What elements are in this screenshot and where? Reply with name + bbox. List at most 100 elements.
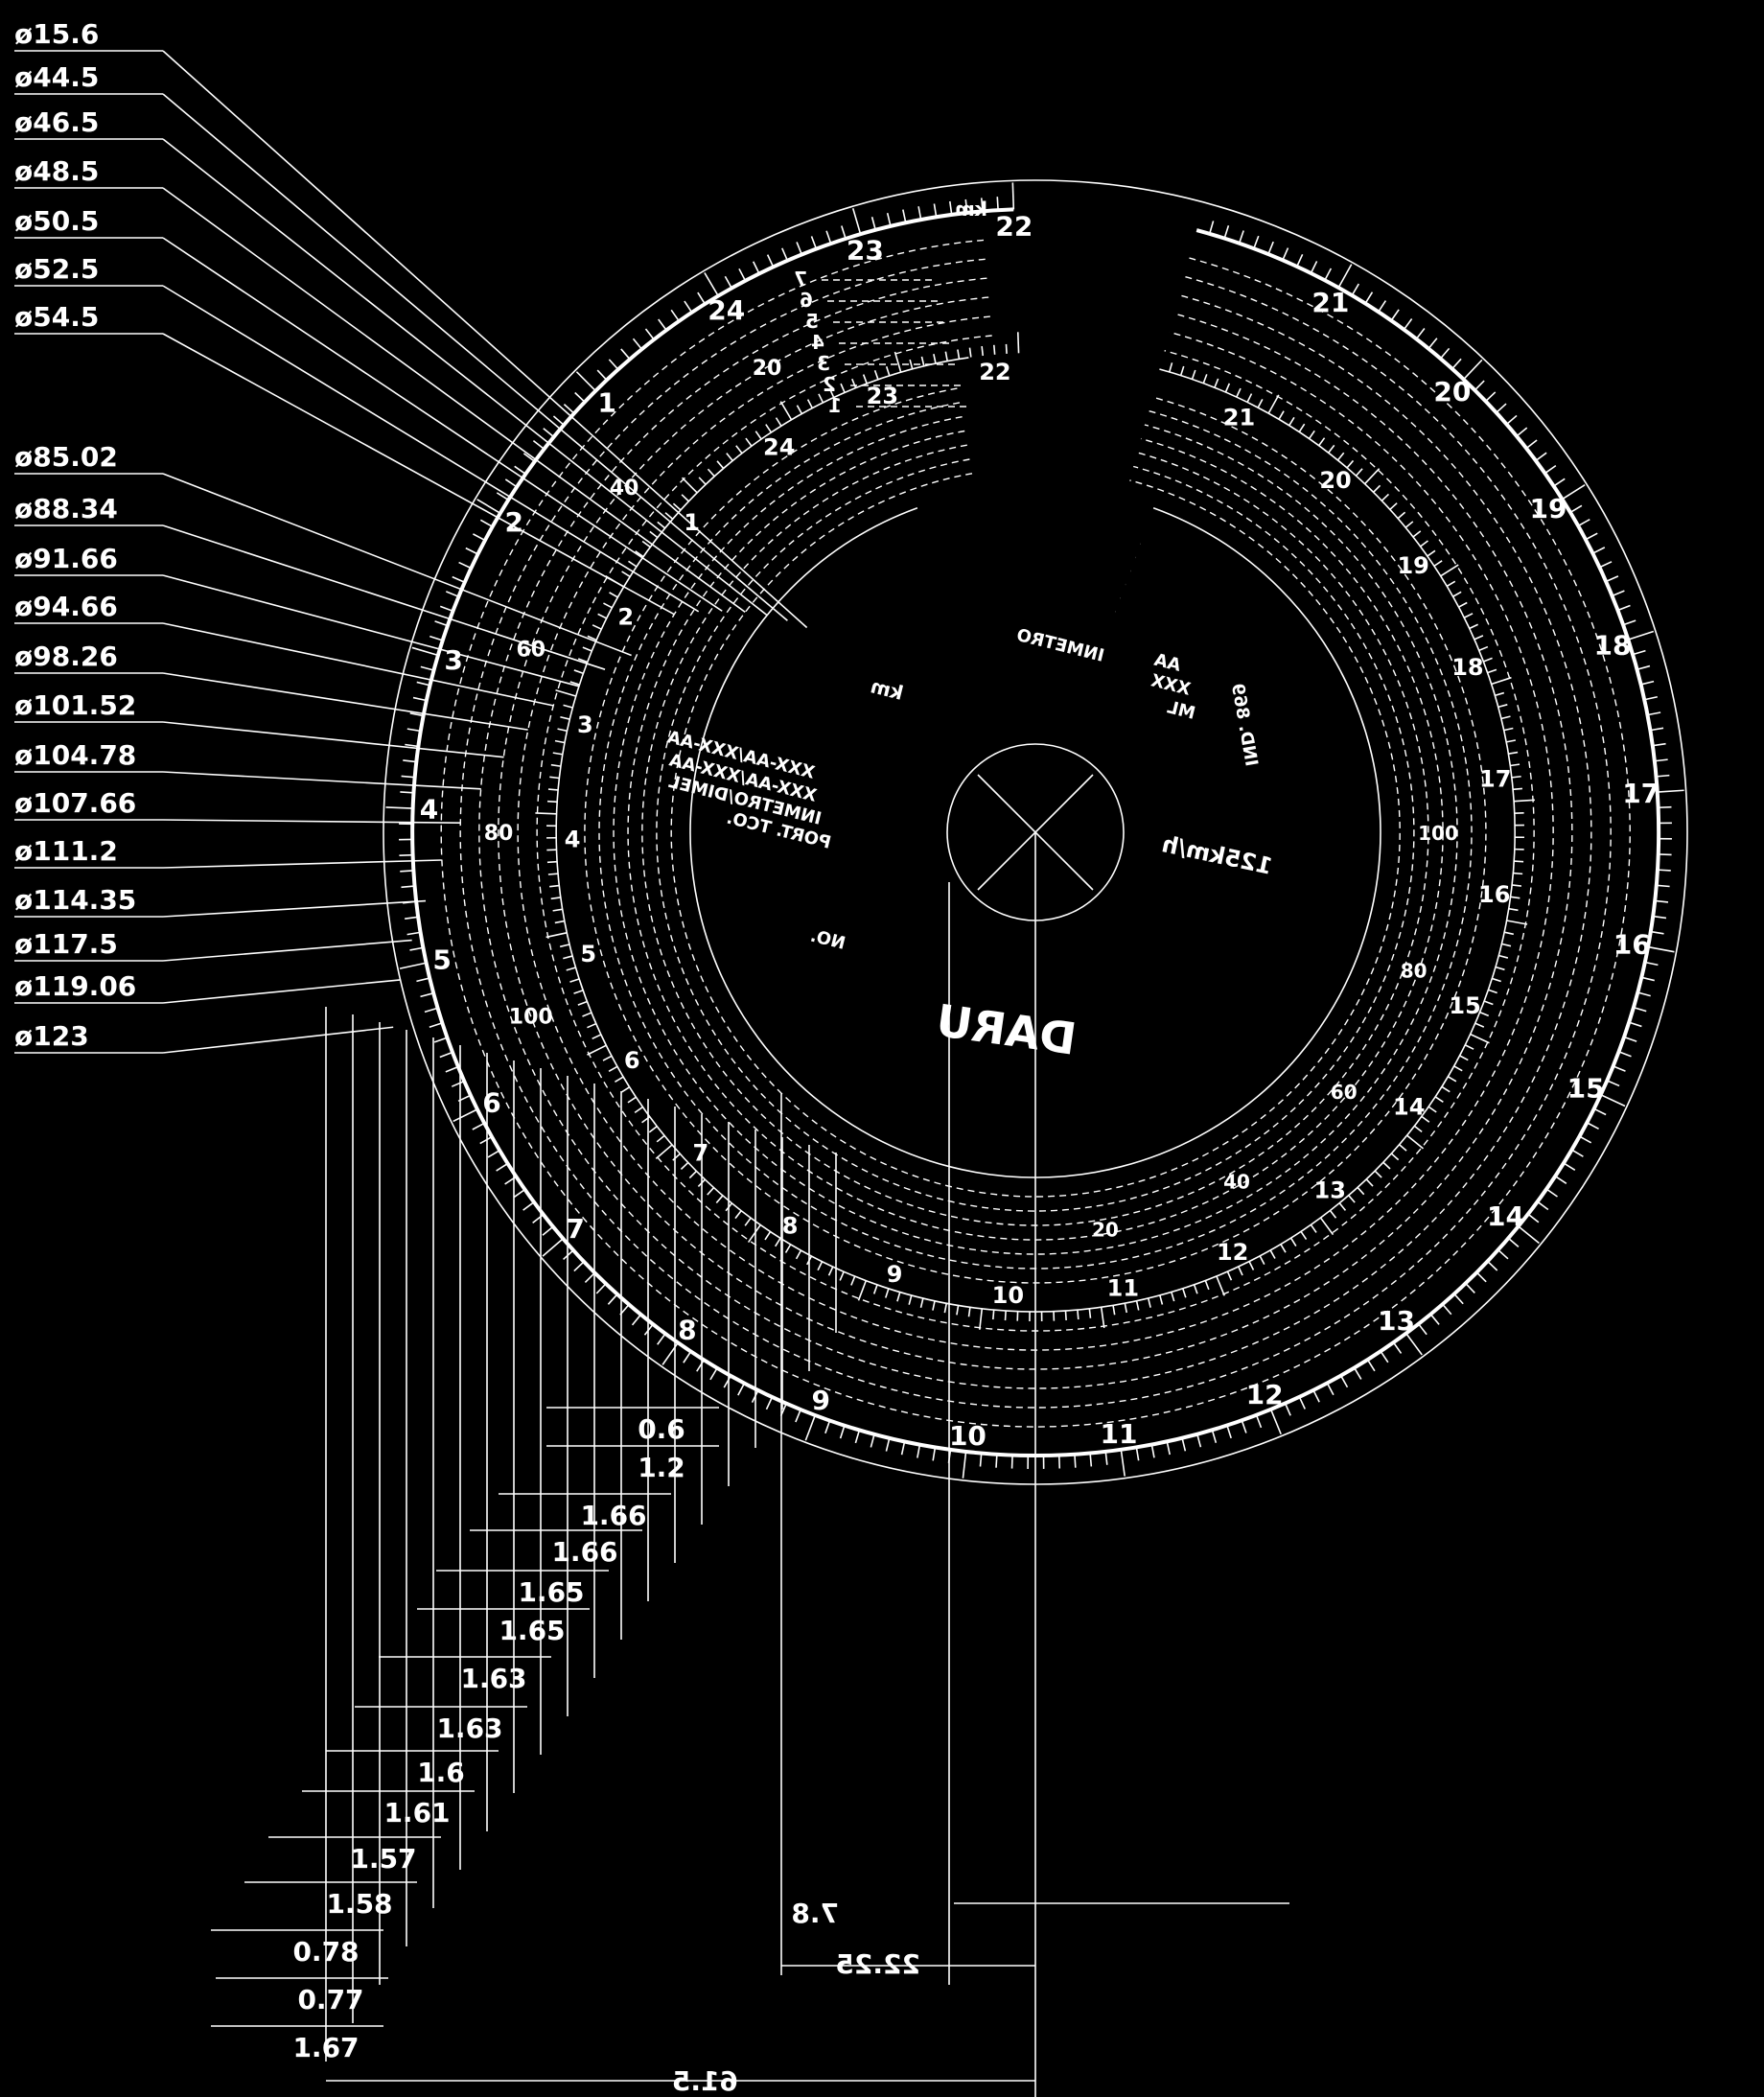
inner-tick <box>1508 751 1519 755</box>
inner-hour-label: 6 <box>624 1047 640 1074</box>
inner-tick <box>1077 1309 1079 1320</box>
inner-tick <box>1483 1000 1494 1006</box>
outer-tick <box>620 348 631 361</box>
inner-tick <box>827 1266 834 1276</box>
inner-tick <box>747 1224 761 1244</box>
inner-tick <box>1064 1310 1067 1321</box>
diameter-callout: ø91.66 <box>14 543 118 574</box>
outer-tick <box>1487 1260 1498 1271</box>
inner-hour-label: 16 <box>1478 881 1510 908</box>
outer-tick <box>1485 391 1497 403</box>
inner-tick <box>919 1297 924 1308</box>
speed-label-inner: 20 <box>1092 1219 1119 1242</box>
outer-tick <box>841 225 847 240</box>
inner-tick <box>716 460 725 469</box>
inner-tick <box>1171 1292 1175 1302</box>
outer-tick <box>420 992 434 998</box>
outer-tick <box>697 291 706 305</box>
inner-tick <box>1452 591 1462 597</box>
inner-tick <box>1510 763 1520 767</box>
outer-tick <box>1453 1293 1464 1305</box>
outer-tick <box>670 309 680 322</box>
inner-tick <box>641 540 651 548</box>
outer-tick <box>409 712 424 717</box>
inner-tick <box>795 1249 802 1260</box>
outer-tick <box>608 359 619 370</box>
outer-tick <box>738 268 747 282</box>
outer-tick <box>917 206 922 221</box>
inner-tick <box>1508 907 1519 912</box>
inner-tick <box>1501 943 1512 947</box>
km-digit: 3 <box>817 352 830 375</box>
inner-tick <box>707 1187 715 1196</box>
inner-tick <box>896 1292 901 1302</box>
inner-hour-label: 3 <box>577 711 593 738</box>
inner-tick <box>1259 1255 1265 1266</box>
inner-hour-label: 8 <box>782 1213 799 1240</box>
outer-tick <box>542 1225 554 1236</box>
outer-tick <box>765 1396 774 1410</box>
speed-label-inner: 80 <box>1401 960 1427 983</box>
step-dimension: 0.77 <box>297 1984 363 2015</box>
outer-tick <box>1380 1350 1389 1363</box>
inner-tick <box>1224 383 1231 393</box>
outer-tick <box>1628 1021 1642 1028</box>
inner-hour-label: 10 <box>992 1282 1024 1309</box>
inner-tick <box>1427 1106 1437 1113</box>
step-dimension: 0.6 <box>638 1413 685 1445</box>
outer-tick <box>453 1108 478 1123</box>
callout-leader <box>162 138 768 617</box>
inner-tick <box>1434 1096 1444 1104</box>
speed-label: 40 <box>610 477 639 501</box>
inner-tick <box>554 739 565 744</box>
inner-tick <box>550 763 561 767</box>
outer-tick <box>1427 338 1438 350</box>
inner-tick <box>546 860 557 864</box>
inner-tick <box>735 445 743 454</box>
step-dimension: 1.57 <box>350 1843 416 1875</box>
outer-tick <box>1057 1455 1061 1469</box>
outer-tick <box>513 1188 525 1199</box>
outer-tick <box>1474 380 1485 391</box>
inmetro-ml-label: ML <box>1165 697 1197 723</box>
outer-tick <box>1465 1282 1475 1294</box>
km-digit: 1 <box>828 394 842 417</box>
inner-tick <box>1511 775 1521 779</box>
inner-tick <box>1329 1209 1337 1219</box>
inner-tick <box>920 356 925 366</box>
inner-tick <box>981 345 985 357</box>
outer-tick <box>1617 604 1631 612</box>
outer-tick <box>1518 1225 1540 1245</box>
outer-tick <box>1658 805 1672 809</box>
inner-tick <box>547 788 559 791</box>
outer-tick <box>1656 884 1670 888</box>
outer-hour-label: 13 <box>1378 1305 1415 1337</box>
inner-tick <box>1269 1249 1276 1259</box>
km-digit: 7 <box>794 268 807 291</box>
inner-tick <box>664 512 674 520</box>
inner-tick <box>1503 727 1514 732</box>
inner-tick <box>1204 1280 1210 1291</box>
outer-tick <box>1337 264 1353 289</box>
inner-tick <box>1300 1230 1308 1241</box>
outer-tick <box>996 197 999 211</box>
inner-tick <box>1405 1134 1425 1150</box>
inner-tick <box>873 369 879 380</box>
outer-tick <box>1652 915 1667 920</box>
inner-tick <box>1308 430 1315 439</box>
outer-tick <box>1011 182 1015 210</box>
inner-tick <box>1469 623 1478 630</box>
inner-tick <box>1512 787 1523 791</box>
outer-tick <box>1451 358 1462 370</box>
inner-tick <box>1355 468 1363 477</box>
outer-tick <box>532 1214 545 1223</box>
inner-track-ring-4 <box>627 430 1444 1241</box>
outer-tick <box>724 275 732 289</box>
inner-tick <box>1453 1065 1463 1072</box>
overall-dimensions: 7.8 22.25 61.5 <box>672 1898 920 2097</box>
outer-tick <box>870 217 876 230</box>
outer-tick <box>1390 309 1400 321</box>
inner-tick <box>615 1076 624 1083</box>
diameter-callout: ø101.52 <box>14 689 136 721</box>
outer-tick <box>1366 1359 1376 1372</box>
